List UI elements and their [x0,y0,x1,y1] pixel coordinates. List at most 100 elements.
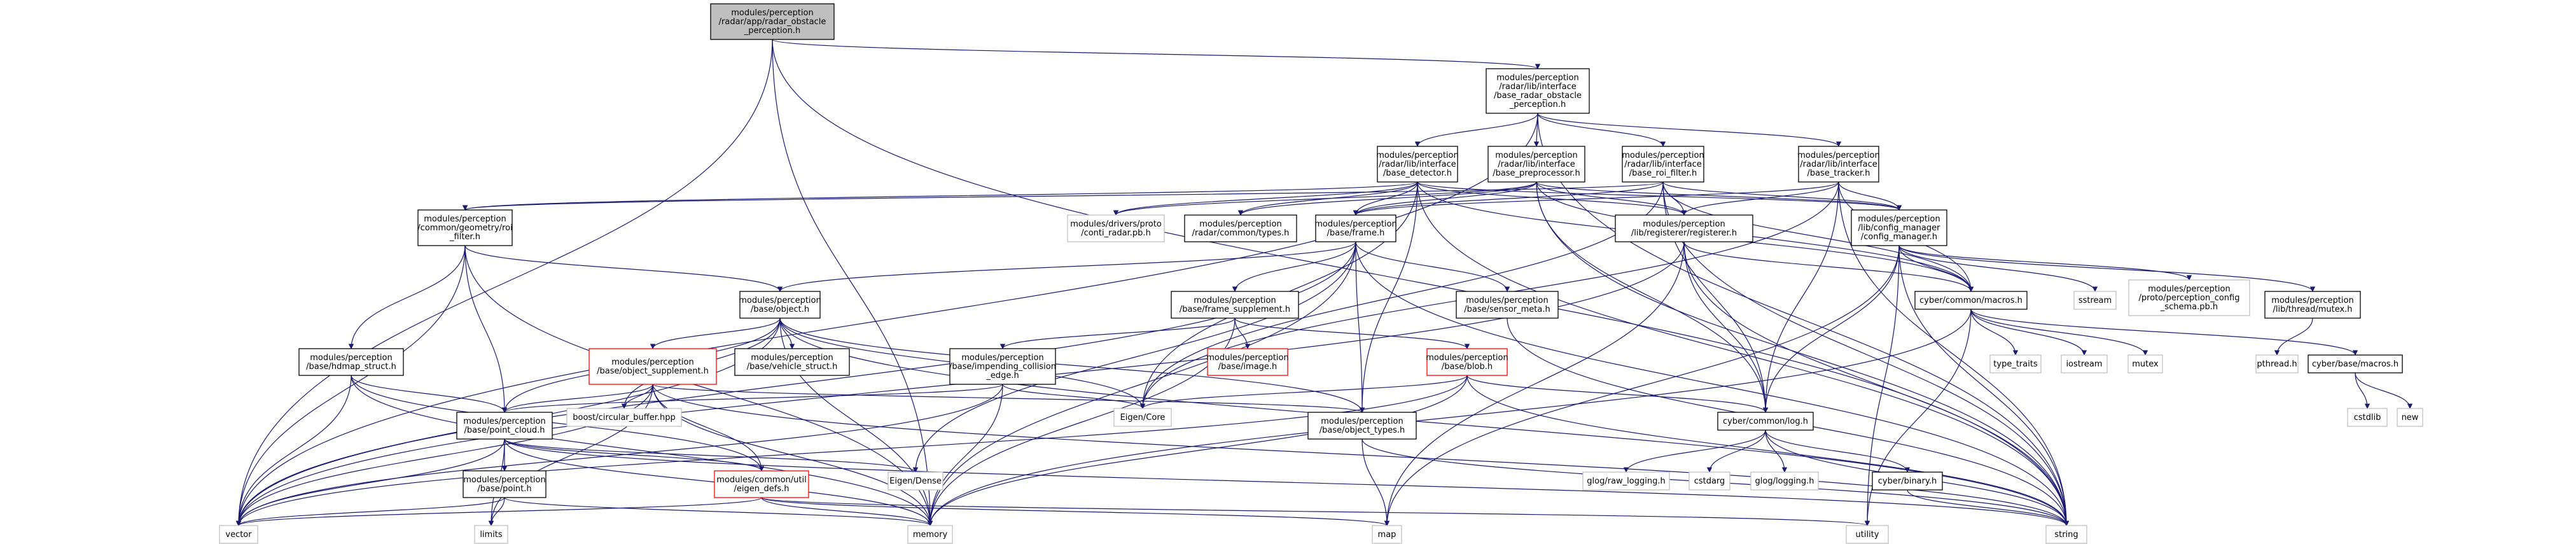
node-label-line: cstdlib [2354,413,2381,422]
node-cyber_binary[interactable]: cyber/binary.h [1872,471,1943,491]
node-glog[interactable]: glog/logging.h [1750,471,1819,491]
edge-blob-to-vector [235,375,1468,526]
node-label-line: _perception.h [744,26,800,36]
edge-frame_supplement-to-blob [1234,317,1470,349]
node-impending_collision[interactable]: modules/perception/base/impending_collis… [949,348,1056,385]
node-object_supplement[interactable]: modules/perception/base/object_supplemen… [588,348,717,385]
node-label-line: /proto/perception_config [2139,293,2240,303]
node-object[interactable]: modules/perception/base/object.h [739,291,821,319]
node-label-line: /common/geometry/roi [417,223,512,233]
node-registerer[interactable]: modules/perception/lib/registerer/regist… [1615,214,1753,242]
node-label-line: map [1378,530,1396,540]
node-eigen_defs[interactable]: modules/common/util/eigen_defs.h [714,470,809,498]
node-glog_raw[interactable]: glog/raw_logging.h [1582,471,1670,491]
node-conti_radar[interactable]: modules/drivers/proto/conti_radar.pb.h [1067,214,1165,242]
node-type_traits[interactable]: type_traits [1989,354,2042,373]
node-cyber_log[interactable]: cyber/common/log.h [1717,412,1814,431]
node-base_image[interactable]: modules/perception/base/image.h [1206,348,1289,376]
node-base_point[interactable]: modules/perception/base/point.h [463,470,547,498]
node-utility[interactable]: utility [1846,525,1889,544]
node-roi_filter[interactable]: modules/perception/common/geometry/roi_f… [417,209,513,246]
node-cyber_macros[interactable]: cyber/common/macros.h [1914,291,2028,310]
edge-config_manager-to-sstream [1898,245,2098,292]
node-radar_types[interactable]: modules/perception/radar/common/types.h [1184,214,1297,242]
edge-root-to-string [772,39,2070,526]
edge-frame-to-string [1355,241,2070,526]
edge-config_manager-to-cyber_log [1762,245,1900,413]
node-box [2061,354,2108,373]
node-cyber_base_macros[interactable]: cyber/base/macros.h [2308,354,2403,373]
node-box [1113,408,1172,427]
node-hdmap_struct[interactable]: modules/perception/base/hdmap_struct.h [298,348,404,376]
node-label-line: modules/perception [424,214,506,224]
edge-base_tracker-to-cyber_log [1762,181,1839,413]
node-blob[interactable]: modules/perception/base/blob.h [1426,348,1508,376]
edge-impending_collision-to-eigen_core [1002,384,1146,409]
node-frame_supplement[interactable]: modules/perception/base/frame_supplement… [1171,291,1299,319]
edge-blob-to-string [1466,375,2070,526]
node-label-line: /base_detector.h [1383,169,1452,178]
node-label-line: modules/perception [751,353,833,363]
node-sensor_meta[interactable]: modules/perception/base/sensor_meta.h [1456,291,1559,319]
node-label-line: /lib/config_manager [1858,223,1941,233]
node-box [417,209,513,246]
node-label-line: modules/perception [310,353,392,363]
node-label-line: _schema.pb.h [2160,302,2218,312]
node-box [2264,291,2361,319]
edge-cyber_log-to-cyber_binary [1765,429,1911,473]
node-pthread[interactable]: pthread.h [2255,354,2299,373]
node-root[interactable]: modules/perception/radar/app/radar_obsta… [710,3,835,40]
node-label-line: modules/perception [1643,220,1725,229]
node-box [474,525,508,544]
edge-object_types-to-map [1361,438,1390,526]
node-iostream[interactable]: iostream [2061,354,2108,373]
node-box [1184,214,1297,242]
node-new[interactable]: new [2397,408,2423,427]
node-boost_cb[interactable]: boost/circular_buffer.hpp [566,408,682,427]
node-box [1171,291,1299,319]
node-sstream[interactable]: sstream [2073,291,2117,310]
node-base_roi_filter[interactable]: modules/perception/radar/lib/interface/b… [1622,146,1704,183]
node-string[interactable]: string [2045,525,2087,544]
edge-config_manager-to-map [1384,245,1900,526]
node-thread_mutex[interactable]: modules/perception/lib/thread/mutex.h [2264,291,2361,319]
node-vehicle_struct[interactable]: modules/perception/base/vehicle_struct.h [734,348,850,376]
node-perception_config_schema[interactable]: modules/perception/proto/perception_conf… [2128,279,2250,316]
node-cstdarg[interactable]: cstdarg [1688,471,1730,491]
edge-cyber_log-to-glog [1765,429,1788,473]
edge-base_roi_filter-to-string [1662,181,2070,526]
node-point_cloud[interactable]: modules/perception/base/point_cloud.h [456,412,553,440]
node-box [1582,471,1670,491]
node-label-line: /radar/common/types.h [1192,228,1290,238]
node-eigen_core[interactable]: Eigen/Core [1113,408,1172,427]
node-base_detector[interactable]: modules/perception/radar/lib/interface/b… [1376,146,1459,183]
node-base_radar[interactable]: modules/perception/radar/lib/interface/b… [1486,68,1590,114]
edge-eigen_defs-to-utility [761,497,1870,526]
node-config_manager[interactable]: modules/perception/lib/config_manager/co… [1851,209,1947,246]
node-base_preprocessor[interactable]: modules/perception/radar/lib/interface/b… [1487,146,1585,183]
node-box [2045,525,2087,544]
node-vector[interactable]: vector [219,525,258,544]
edge-eigen_defs-to-memory [761,497,933,526]
edge-config_manager-to-perception_config_schema [1898,245,2192,281]
node-memory[interactable]: memory [907,525,953,544]
node-limits[interactable]: limits [474,525,508,544]
edge-roi_filter-to-point_cloud [464,245,508,413]
edge-frame_supplement-to-impending_collision [999,317,1236,349]
node-eigen_dense[interactable]: Eigen/Dense [888,471,943,491]
node-frame[interactable]: modules/perception/base/frame.h [1314,214,1397,242]
node-label-line: utility [1856,530,1879,540]
node-label-line: vector [225,530,252,540]
node-label-line: sstream [2078,296,2112,305]
node-box [2347,408,2388,427]
node-label-line: Eigen/Core [1120,413,1166,422]
edge-base_detector-to-string [1417,181,2070,526]
node-label-line: /base/frame.h [1327,228,1385,238]
node-cstdlib[interactable]: cstdlib [2347,408,2388,427]
node-object_types[interactable]: modules/perception/base/object_types.h [1307,412,1417,440]
node-map[interactable]: map [1372,525,1402,544]
node-label-line: /radar/lib/interface [1499,82,1576,92]
node-mutex[interactable]: mutex [2127,354,2163,373]
node-base_tracker[interactable]: modules/perception/radar/lib/interface/b… [1797,146,1880,183]
node-box [298,348,404,376]
